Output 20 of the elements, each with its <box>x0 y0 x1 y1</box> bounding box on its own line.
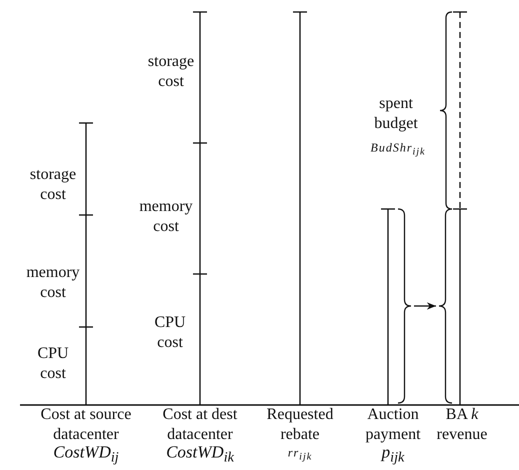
text-label: storage cost <box>146 52 196 92</box>
math-symbol: p$_{ijk}$ <box>382 442 404 468</box>
math-symbol: rr$_{ijk}$ <box>288 444 312 465</box>
math-symbol: CostWD$_{ik}$ <box>166 442 234 468</box>
text-label: storage cost <box>28 165 78 205</box>
math-symbol: BudShr$_{ijk}$ <box>370 139 426 160</box>
curly-brace <box>398 208 412 404</box>
curly-brace <box>438 208 452 404</box>
text-label: spent budget <box>373 94 419 134</box>
text-label: memory cost <box>138 197 194 237</box>
text-label: CPU cost <box>36 344 70 384</box>
text-label: Cost at source datacenter <box>40 405 132 445</box>
arrow <box>414 302 436 310</box>
text-label: Cost at dest datacenter <box>162 405 238 445</box>
math-symbol: CostWD$_{ij}$ <box>53 442 119 468</box>
text-label: CPU cost <box>153 313 187 353</box>
text-label: Auction payment <box>364 405 422 445</box>
text-label: Requested rebate <box>266 405 334 445</box>
text-label: memory cost <box>25 263 81 303</box>
text-label: BA k revenue <box>436 405 488 445</box>
